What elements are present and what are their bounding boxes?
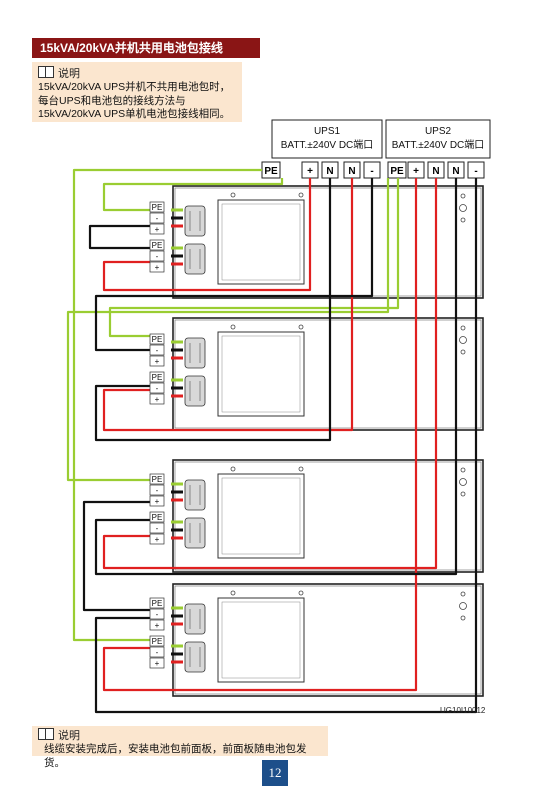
ups2-terminal-minus: - [474,166,477,177]
pack1-upper-minus: - [156,214,159,223]
pack4-lower-pe: PE [152,637,163,646]
pack4-upper-minus: - [156,610,159,619]
note-bottom: 说明 线缆安装完成后，安装电池包前面板，前面板随电池包发货。 [32,726,328,769]
page-number: 12 [262,760,288,786]
book-icon [38,66,54,78]
figure-id: UG10I10012 [440,706,486,715]
ups1-port: BATT.±240V DC端口 [281,138,374,151]
note-top-line-2: 每台UPS和电池包的接线方法与 [38,94,186,107]
pack4-lower-minus: - [156,648,159,657]
ups2-port: BATT.±240V DC端口 [392,138,485,151]
ups2-terminal-n1: N [432,166,439,177]
pack3-lower-pe: PE [152,513,163,522]
note-top: 说明 15kVA/20kVA UPS并机不共用电池包时， 每台UPS和电池包的接… [32,62,242,122]
pack4-upper-plus: + [155,621,160,630]
pack3-upper-plus: + [155,497,160,506]
pack2-lower-pe: PE [152,373,163,382]
pack2-upper-pe: PE [152,335,163,344]
pack2-upper-plus: + [155,357,160,366]
pack3-lower-minus: - [156,524,159,533]
note-top-line-1: 15kVA/20kVA UPS并机不共用电池包时， [38,81,231,93]
section-title: 15kVA/20kVA并机共用电池包接线 [32,38,260,58]
note-bottom-heading: 说明 [38,728,322,743]
pack2-upper-minus: - [156,346,159,355]
ups1-terminal-n1: N [326,166,333,177]
note-top-heading: 说明 [38,66,236,81]
note-bottom-heading-label: 说明 [58,730,80,742]
note-top-line-3: 15kVA/20kVA UPS单机电池包接线相同。 [38,108,231,120]
ups2-name: UPS2 [425,126,452,137]
pack1-upper-plus: + [155,225,160,234]
pack1-lower-minus: - [156,252,159,261]
ups1-name: UPS1 [314,126,341,137]
ups1-terminal-pe: PE [264,166,278,177]
ups2-terminal-plus: + [413,166,419,177]
pack4-upper-pe: PE [152,599,163,608]
pack3-lower-plus: + [155,535,160,544]
pack4-lower-plus: + [155,659,160,668]
pack3-upper-minus: - [156,486,159,495]
pack1-lower-plus: + [155,263,160,272]
pack2-lower-minus: - [156,384,159,393]
ups1-terminal-plus: + [307,166,313,177]
pack2-lower-plus: + [155,395,160,404]
ups2-terminal-n2: N [452,166,459,177]
ups2-terminal-pe: PE [390,166,404,177]
book-icon [38,728,54,740]
note-bottom-text: 线缆安装完成后，安装电池包前面板，前面板随电池包发货。 [44,743,307,769]
pack1-lower-pe: PE [152,241,163,250]
ups1-terminal-n2: N [348,166,355,177]
pack3-upper-pe: PE [152,475,163,484]
pack1-upper-pe: PE [152,203,163,212]
ups1-terminal-minus: - [370,166,373,177]
note-top-heading-label: 说明 [58,68,80,80]
